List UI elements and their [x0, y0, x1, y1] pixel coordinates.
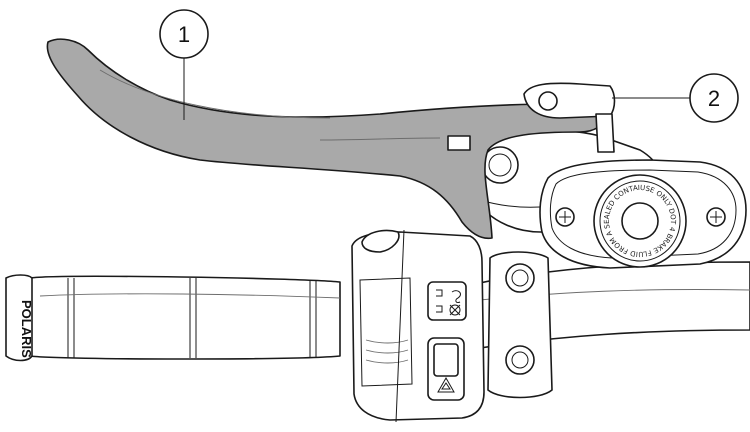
lever-adjuster	[523, 82, 616, 153]
hazard-switch	[427, 337, 465, 401]
fog-light-off-icon	[436, 304, 461, 316]
grip-lettering: POLARIS	[19, 300, 34, 358]
callout-1-number: 1	[178, 22, 190, 47]
switch-recess	[359, 277, 413, 387]
callout-1-bubble	[159, 9, 209, 59]
brake-lever	[46, 38, 611, 240]
callout-2-bubble	[689, 73, 739, 123]
handlebar-clamp	[487, 251, 553, 399]
switch-housing	[351, 229, 485, 423]
callout-2-number: 2	[708, 86, 720, 111]
horn-icon	[427, 281, 467, 321]
callout-2: 2	[612, 73, 739, 123]
clamp-bolt-upper	[505, 263, 535, 293]
callout-1: 1	[159, 9, 209, 120]
hazard-icon	[437, 376, 455, 393]
hand-grip: POLARIS	[5, 274, 341, 362]
clamp-bolt-lower	[505, 345, 535, 375]
